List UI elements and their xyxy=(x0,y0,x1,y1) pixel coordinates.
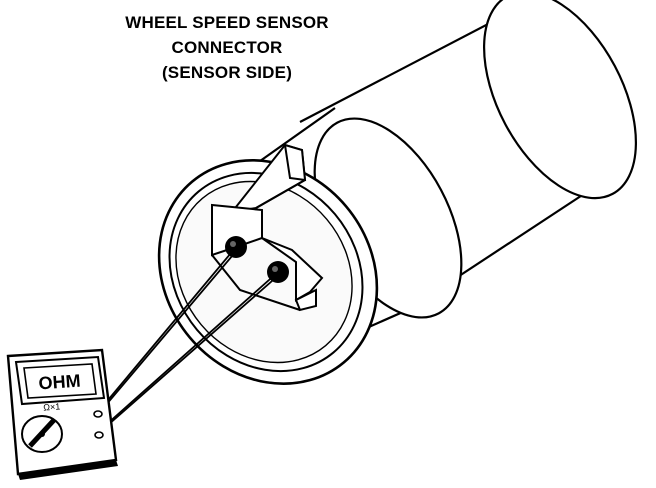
title-line-1: WHEEL SPEED SENSOR xyxy=(125,13,329,32)
meter-display-label: OHM xyxy=(38,371,81,394)
diagram-title: WHEEL SPEED SENSOR CONNECTOR (SENSOR SID… xyxy=(82,10,372,85)
terminal-block xyxy=(211,203,324,312)
title-line-2: CONNECTOR xyxy=(171,38,283,57)
locking-tab xyxy=(229,143,307,214)
meter-jacks xyxy=(93,410,104,439)
multimeter xyxy=(6,348,118,480)
title-line-3: (SENSOR SIDE) xyxy=(161,63,293,82)
meter-range-label: Ω×1 xyxy=(43,401,61,412)
probe-leads xyxy=(97,246,281,433)
meter-range-selector xyxy=(21,415,63,453)
